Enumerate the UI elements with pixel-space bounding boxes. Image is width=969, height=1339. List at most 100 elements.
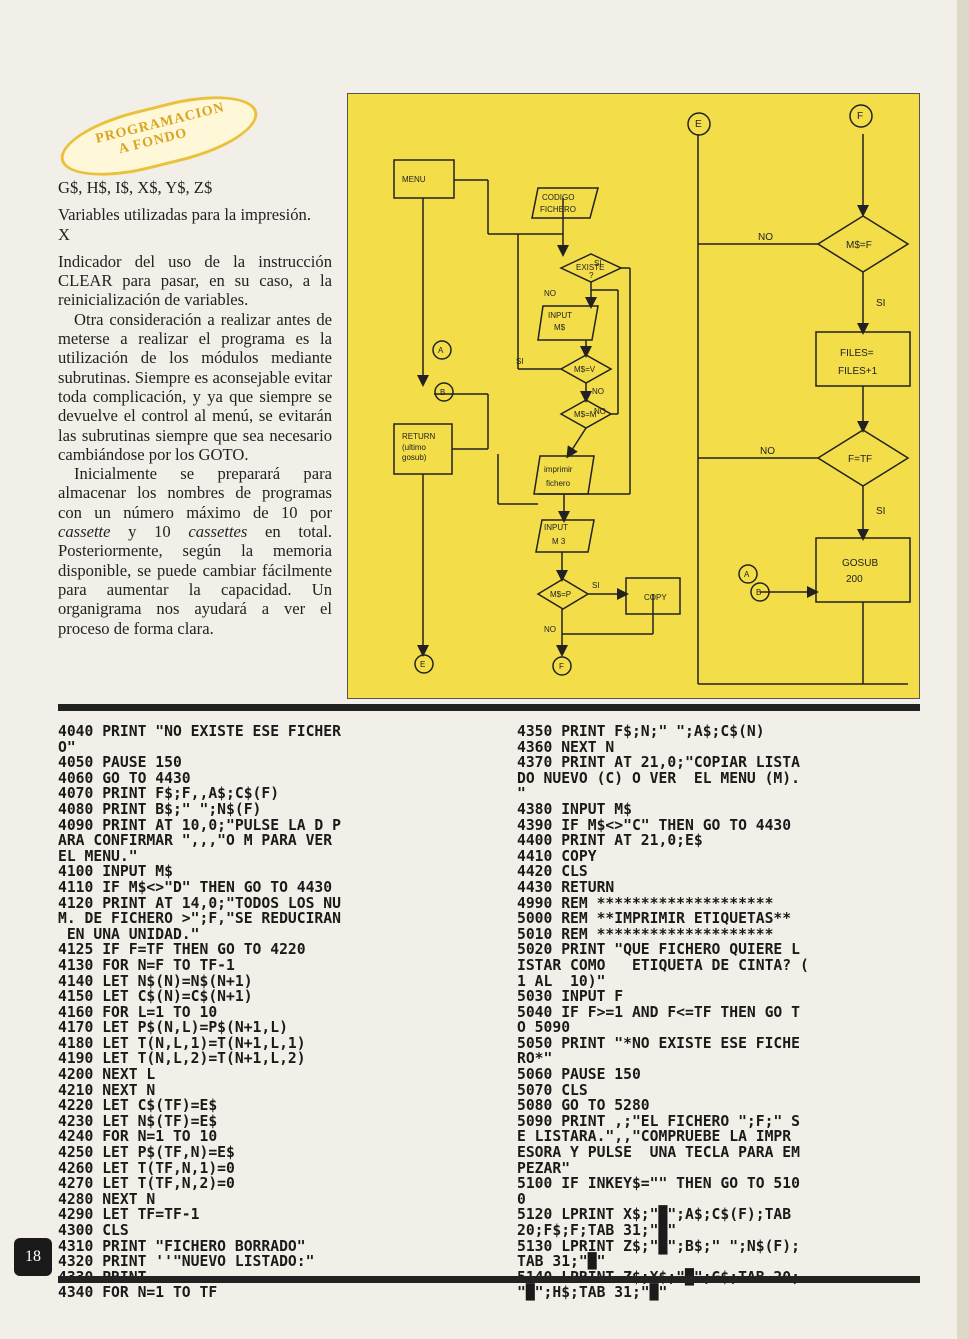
code-line: ESORA Y PULSE UNA TECLA PARA EM	[517, 1144, 800, 1162]
codigo-box	[531, 187, 599, 219]
code-line: 20;F$;F;TAB 31;"█"	[517, 1222, 677, 1239]
code-line: 4250 LET P$(TF,N)=E$	[58, 1144, 235, 1162]
page-edge	[957, 0, 969, 1339]
code-line: 4230 LET N$(TF)=E$	[58, 1112, 218, 1130]
code-line: 5080 GO TO 5280	[517, 1097, 650, 1115]
msm-no: NO	[594, 407, 606, 416]
code-line: M. DE FICHERO >";F,"SE REDUCIRAN	[58, 910, 341, 928]
gosub-box	[815, 537, 911, 603]
code-line: 4390 IF M$<>"C" THEN GO TO 4430	[517, 816, 792, 834]
msp-no: NO	[544, 625, 556, 634]
paragraph-print-vars: Variables utilizadas para la impresión.	[58, 205, 311, 225]
listing-top-rule	[58, 704, 920, 711]
code-line: 5030 INPUT F	[517, 988, 624, 1006]
connector-f-bottom	[552, 656, 572, 676]
connector-e-bottom-label: E	[420, 660, 425, 669]
existe-label: EXISTE	[576, 263, 604, 272]
code-line: 4130 FOR N=F TO TF-1	[58, 956, 235, 974]
code-line: 5070 CLS	[517, 1081, 588, 1099]
paragraph-clear: Indicador del uso de la instrucción CLEA…	[58, 251, 332, 310]
code-line: EN UNA UNIDAD."	[58, 925, 200, 943]
return-label-2: (ultimo	[402, 443, 427, 452]
msf-no: NO	[758, 232, 773, 243]
code-line: 4360 NEXT N	[517, 738, 615, 756]
connector-f-bottom-label: F	[559, 662, 564, 671]
code-line: 5020 PRINT "QUE FICHERO QUIERE L	[517, 941, 800, 959]
msv-si: SI	[516, 357, 524, 366]
code-line: 4070 PRINT F$;F,,A$;C$(F)	[58, 785, 280, 803]
connector-a-right	[738, 564, 758, 584]
code-line: O 5090	[517, 1019, 571, 1037]
code-line: 4290 LET TF=TF-1	[58, 1206, 200, 1224]
code-line: 4310 PRINT "FICHERO BORRADO"	[58, 1237, 306, 1255]
code-line: TAB 31;"█"	[517, 1253, 606, 1271]
files-label-1: FILES=	[840, 348, 874, 359]
code-line: 4990 REM ********************	[517, 894, 774, 912]
input-m3-label-1: INPUT	[544, 523, 568, 532]
paragraph-subroutines: Otra consideración a realizar antes de m…	[58, 309, 332, 464]
section-badge: PROGRAMACION A FONDO	[53, 82, 265, 190]
connector-e-top-label: E	[695, 119, 702, 130]
storage-text-2: y 10	[110, 522, 189, 542]
codigo-label-2: FICHERO	[540, 205, 576, 214]
code-line: 4100 INPUT M$	[58, 863, 173, 881]
code-line: 1 AL 10)"	[517, 972, 606, 990]
connector-e-top	[687, 112, 711, 136]
storage-text-cassettes: cassettes	[188, 522, 248, 542]
flowchart: MENU CODIGO FICHERO EXISTE ? SI NO INPUT…	[347, 93, 920, 699]
code-line: O"	[58, 738, 76, 756]
paragraph-x: X	[58, 224, 70, 244]
code-line: "█";H$;TAB 31;"█"	[517, 1284, 668, 1302]
connector-f-top	[849, 104, 873, 128]
existe-question: ?	[589, 271, 594, 280]
code-line: 4180 LET T(N,L,1)=T(N+1,L,1)	[58, 1034, 306, 1052]
input-ms-box	[537, 305, 599, 341]
existe-no: NO	[544, 289, 556, 298]
imprimir-label-2: fichero	[546, 479, 571, 488]
msv-diamond	[559, 354, 613, 384]
code-line: 4040 PRINT "NO EXISTE ESE FICHER	[58, 723, 341, 740]
code-line: 4090 PRINT AT 10,0;"PULSE LA D P	[58, 816, 341, 834]
code-line: 4340 FOR N=1 TO TF	[58, 1284, 218, 1302]
return-label-3: gosub)	[402, 453, 427, 462]
connector-b-left	[434, 382, 454, 402]
code-line: 4240 FOR N=1 TO 10	[58, 1128, 218, 1146]
msf-si: SI	[876, 298, 885, 309]
code-line: 5130 LPRINT Z$;"█";B$;" ";N$(F);	[517, 1237, 800, 1255]
code-line: 4150 LET C$(N)=C$(N+1)	[58, 988, 253, 1006]
msp-si: SI	[592, 581, 600, 590]
code-line: 5120 LPRINT X$;"█";A$;C$(F);TAB	[517, 1206, 792, 1224]
connector-a-left-label: A	[438, 346, 444, 355]
code-line: 4170 LET P$(N,L)=P$(N+1,L)	[58, 1019, 288, 1037]
code-line: 5010 REM ********************	[517, 925, 774, 943]
code-line: 5040 IF F>=1 AND F<=TF THEN GO T	[517, 1003, 800, 1021]
code-line: 4190 LET T(N,L,2)=T(N+1,L,2)	[58, 1050, 306, 1068]
code-line: 5050 PRINT "*NO EXISTE ESE FICHE	[517, 1034, 800, 1052]
code-line: 4210 NEXT N	[58, 1081, 156, 1099]
code-line: 4270 LET T(TF,N,2)=0	[58, 1175, 235, 1193]
code-line: 0	[517, 1190, 526, 1208]
ftf-si: SI	[876, 506, 885, 517]
msm-label: M$=M	[574, 410, 597, 419]
code-line: 5060 PAUSE 150	[517, 1066, 641, 1084]
code-line: 4280 NEXT N	[58, 1190, 156, 1208]
flowchart-svg: MENU CODIGO FICHERO EXISTE ? SI NO INPUT…	[393, 104, 911, 685]
storage-text-cassette: cassette	[58, 522, 111, 542]
input-ms-label-1: INPUT	[548, 311, 572, 320]
code-line: EL MENU."	[58, 847, 138, 865]
input-ms-label-2: M$	[554, 323, 566, 332]
return-label-1: RETURN	[402, 432, 436, 441]
code-line: 4400 PRINT AT 21,0;E$	[517, 832, 703, 850]
codigo-label-1: CODIGO	[542, 193, 574, 202]
menu-label: MENU	[402, 175, 426, 184]
code-line: 4260 LET T(TF,N,1)=0	[58, 1159, 235, 1177]
copy-label: COPY	[644, 593, 667, 602]
connector-e-bottom	[414, 654, 434, 674]
left-text-column: G$, H$, I$, X$, Y$, Z$ Variables utiliza…	[58, 178, 332, 638]
code-line: 4160 FOR L=1 TO 10	[58, 1003, 218, 1021]
code-line: 5100 IF INKEY$="" THEN GO TO 510	[517, 1175, 800, 1193]
input-m3-label-2: M 3	[552, 537, 566, 546]
msf-label: M$=F	[846, 240, 872, 251]
input-m3-box	[535, 519, 595, 553]
